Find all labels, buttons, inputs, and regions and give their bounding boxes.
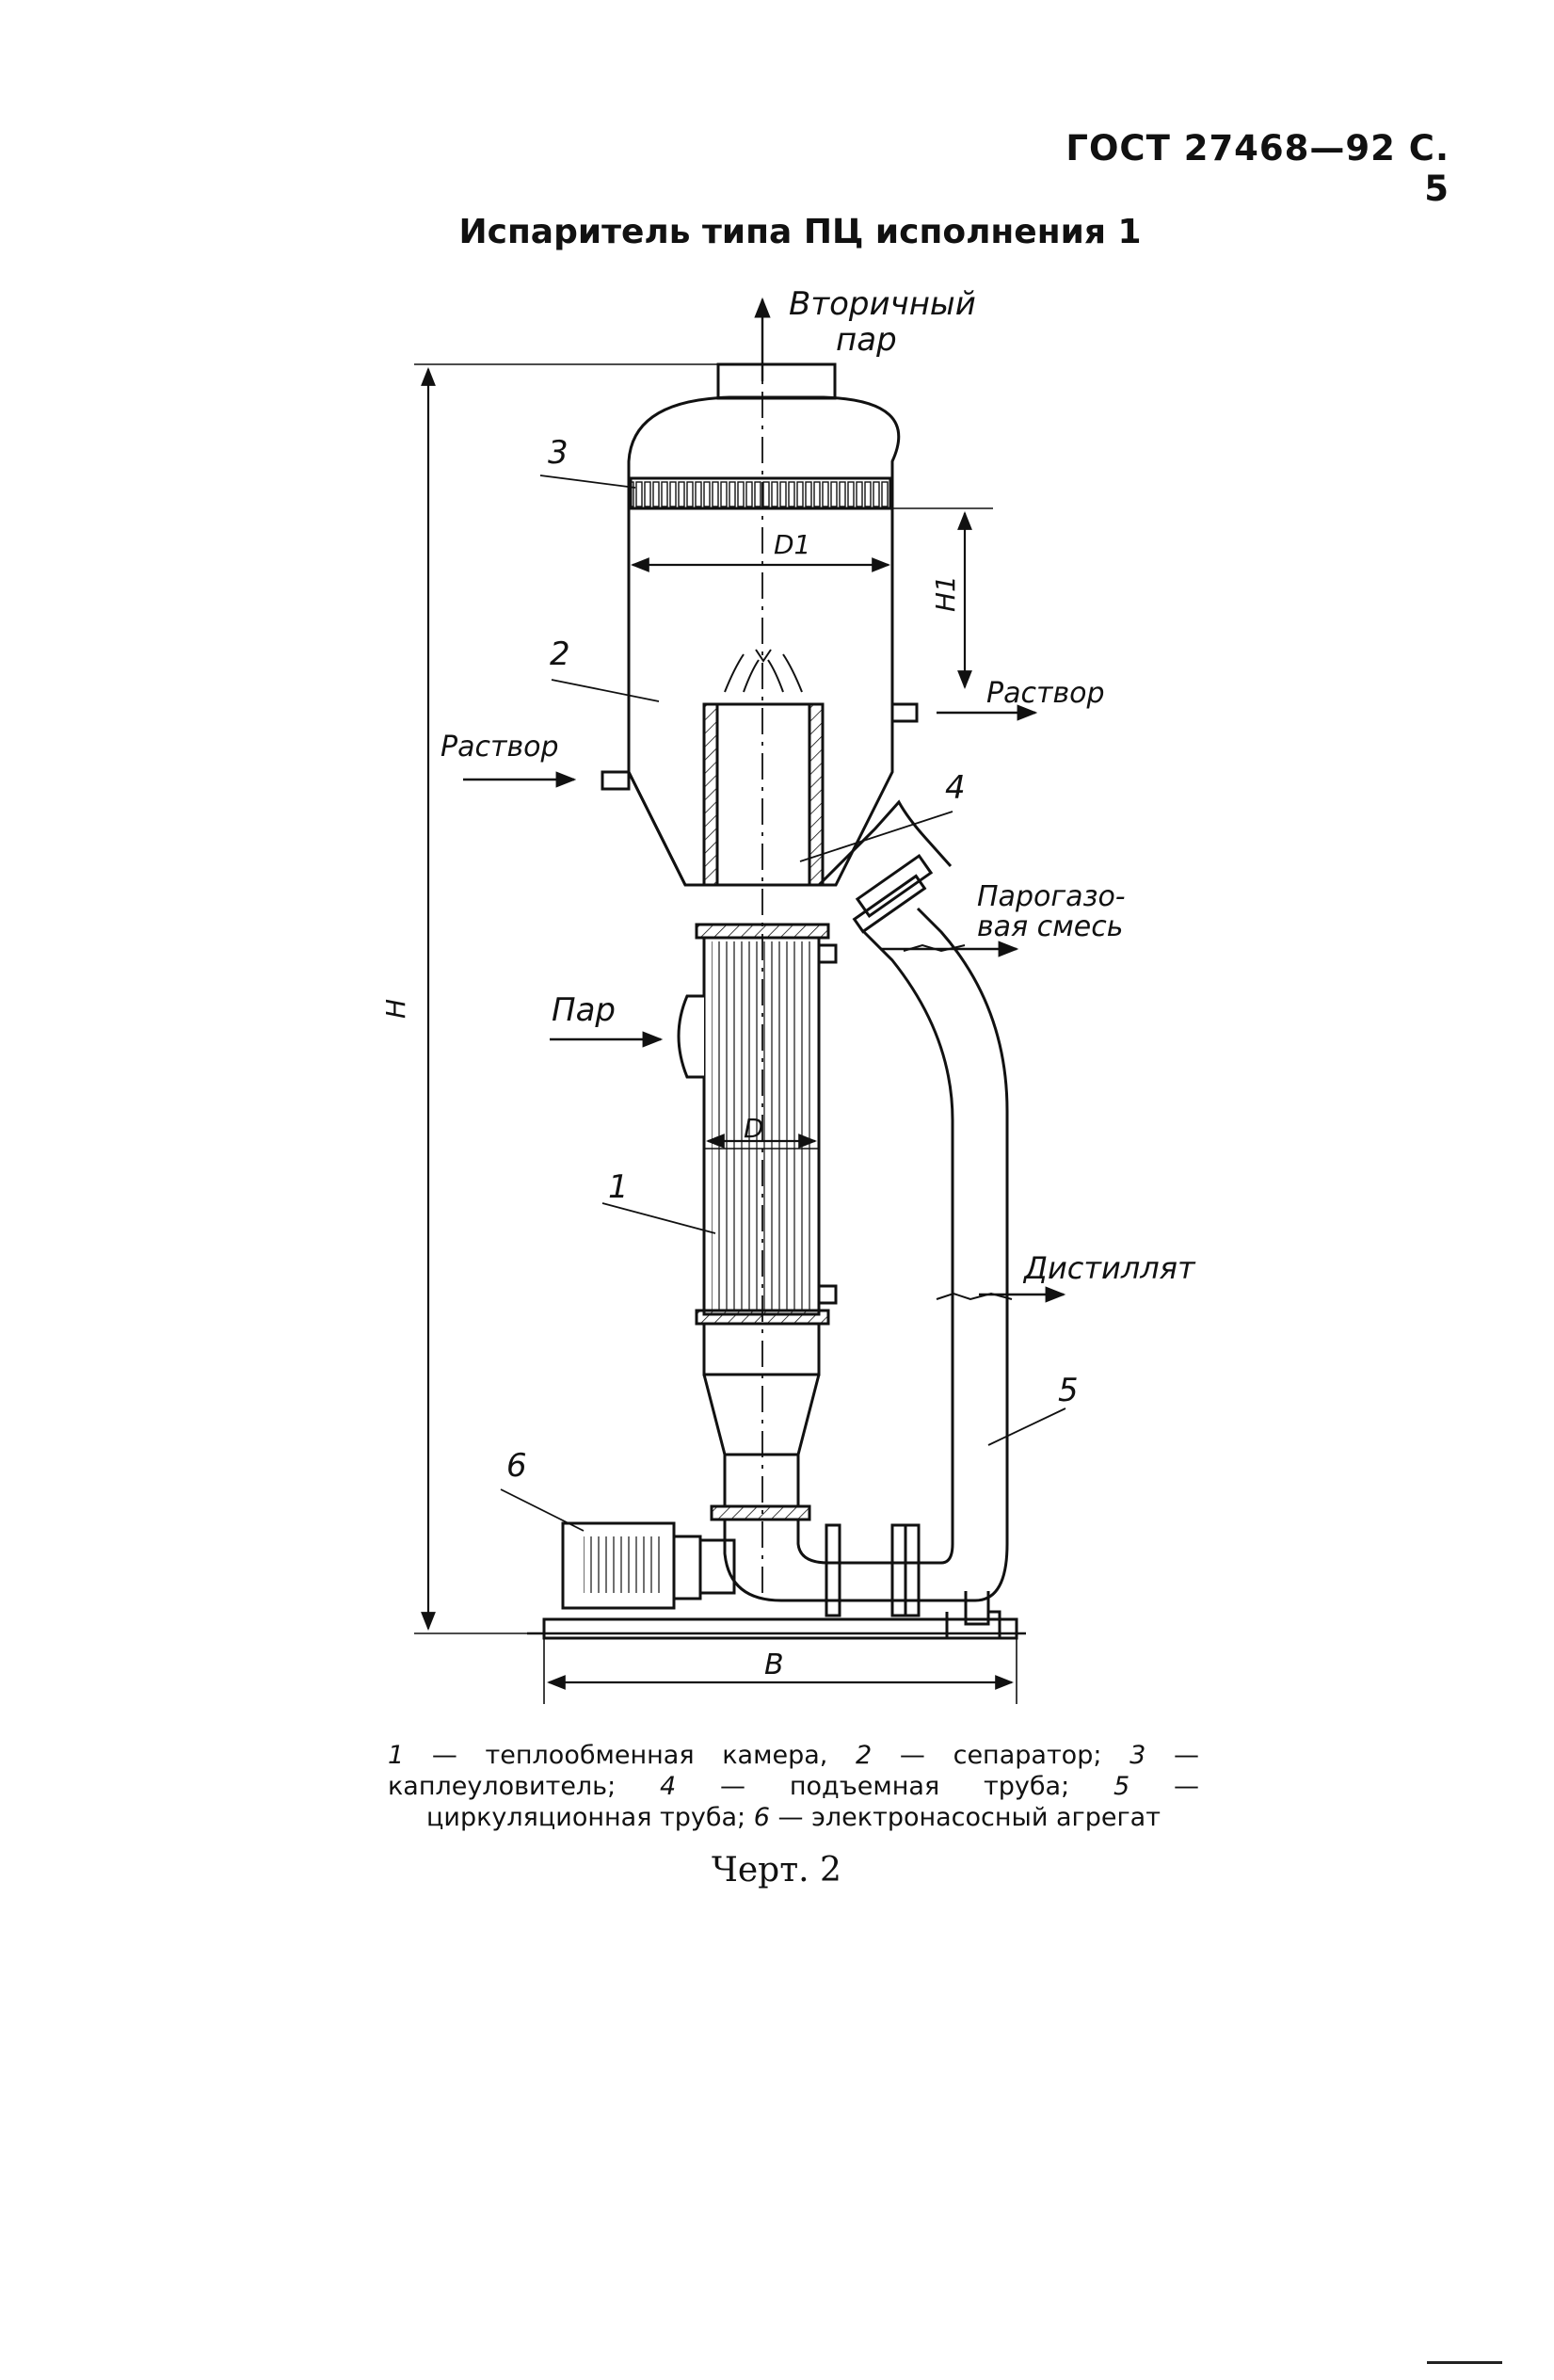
page-corner-rule [1427,2361,1502,2364]
dim-H1: H1 [930,575,961,612]
base-plate [542,1617,1018,1640]
caption-num-3: 3 [1129,1741,1146,1770]
caption-num-5: 5 [1113,1772,1130,1801]
circulation-pipe [862,907,1009,1602]
caption-text-4: — подъемная труба; [676,1772,1113,1801]
solution-in-label: Раствор [441,731,559,764]
vapor-gas-label-line2: вая смесь [977,910,1123,943]
callout-1: 1 [608,1168,629,1206]
caption-text-3: — каплеуловитель; [388,1741,1199,1801]
caption-num-4: 4 [660,1772,677,1801]
dim-D1: D1 [774,529,810,560]
callout-6: 6 [506,1447,527,1485]
caption-text-2: — сепаратор; [872,1741,1130,1770]
caption-text-6: — электронасосный агрегат [769,1803,1161,1832]
vapor-gas-label-line1: Парогазо- [977,880,1126,913]
caption-text-5: — циркуляционная труба; [426,1772,1199,1832]
secondary-steam-label-line2: пар [836,321,897,359]
secondary-steam-label-line1: Вторичный [789,285,976,323]
solution-out-label: Раствор [986,677,1105,710]
caption-num-1: 1 [388,1741,405,1770]
dim-D: D [744,1113,764,1144]
page-header: ГОСТ 27468—92 С. 5 [1065,128,1450,209]
separator-shell [627,395,901,887]
top-nozzle [716,362,837,400]
caption-num-6: 6 [753,1803,770,1832]
dim-H: H [380,999,411,1019]
callout-5: 5 [1058,1372,1079,1409]
callout-4: 4 [945,769,966,807]
steam-label: Пар [552,991,616,1029]
evaporator-drawing: Вторичный пар Раствор Раствор Парогазо- … [380,285,1196,1704]
distillate-label: Дистиллят [1022,1250,1196,1286]
lift-pipe [702,702,825,887]
dim-B: B [764,1648,784,1681]
caption-num-2: 2 [856,1741,873,1770]
drawing-title: Испаритель типа ПЦ исполнения 1 [458,213,1142,251]
legend-caption: 1 — теплообменная камера, 2 — сепаратор;… [388,1740,1199,1833]
callout-2: 2 [550,635,570,673]
caption-text-1: — теплообменная камера, [404,1741,857,1770]
callout-3: 3 [548,434,569,472]
droplet-separator [629,476,892,510]
figure-label: Черт. 2 [712,1851,841,1890]
